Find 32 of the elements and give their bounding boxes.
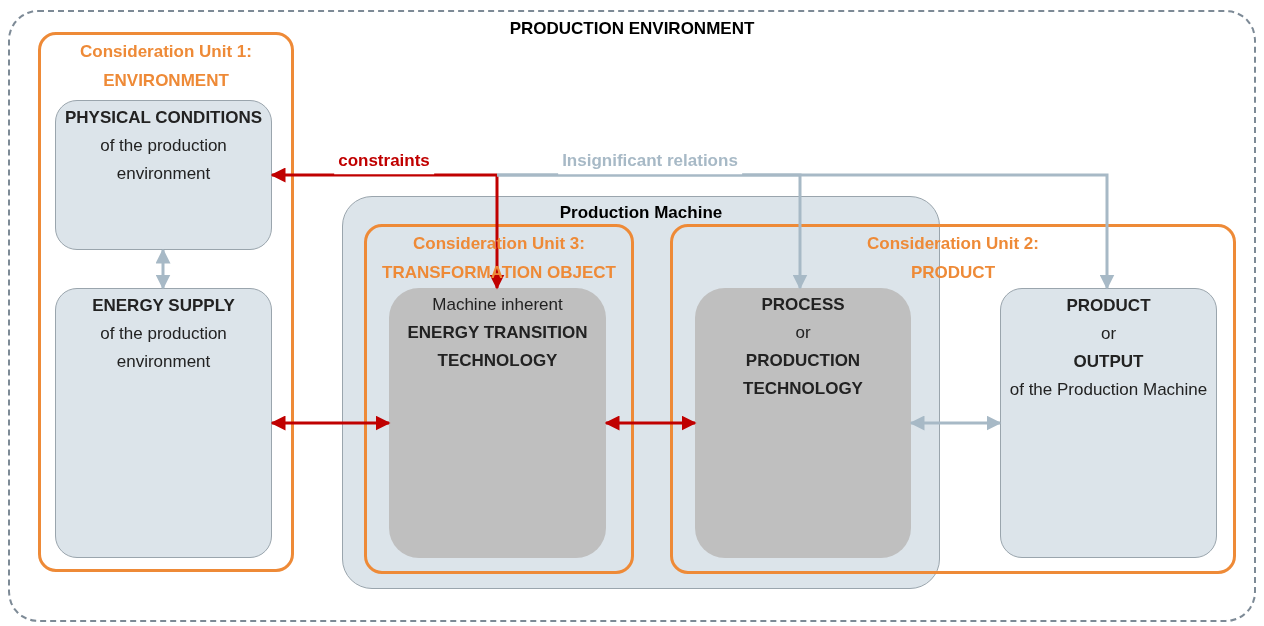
consideration-unit-frame xyxy=(38,32,294,572)
arrow xyxy=(497,173,1115,290)
box-heading: PRODUCT xyxy=(1066,295,1151,317)
box-heading: PROCESS xyxy=(761,294,845,316)
box-text: of the Production Machine xyxy=(1009,379,1208,401)
box-heading: OUTPUT xyxy=(1073,351,1144,373)
consideration-unit-frame xyxy=(670,224,1236,574)
arrow xyxy=(155,248,171,290)
arrow xyxy=(270,167,497,183)
box-heading: ENERGY TRANSITION TECHNOLOGY xyxy=(406,322,589,372)
technology-box xyxy=(389,288,606,558)
component-box xyxy=(55,288,272,558)
environment-label: PRODUCTION ENVIRONMENT xyxy=(509,18,755,40)
machine-label: Production Machine xyxy=(559,202,723,224)
box-text: or xyxy=(1100,323,1117,345)
box-text: of the production environment xyxy=(99,323,228,373)
arrow xyxy=(489,175,505,290)
technology-box xyxy=(695,288,911,558)
box-heading: PRODUCTION TECHNOLOGY xyxy=(742,350,864,400)
arrow xyxy=(270,415,391,431)
unit-heading: Consideration Unit 2: PRODUCT xyxy=(866,233,1040,284)
box-heading: PHYSICAL CONDITIONS xyxy=(64,107,263,129)
arrow xyxy=(909,415,1002,431)
box-text: Machine inherent xyxy=(432,294,563,316)
unit-heading: Consideration Unit 1: ENVIRONMENT xyxy=(79,41,253,92)
box-heading: ENERGY SUPPLY xyxy=(92,295,235,317)
box-text: of the production environment xyxy=(99,135,228,185)
arrow xyxy=(604,415,697,431)
box-text: or xyxy=(795,322,811,344)
component-box xyxy=(1000,288,1217,558)
consideration-unit-frame xyxy=(364,224,634,574)
component-box xyxy=(55,100,272,250)
